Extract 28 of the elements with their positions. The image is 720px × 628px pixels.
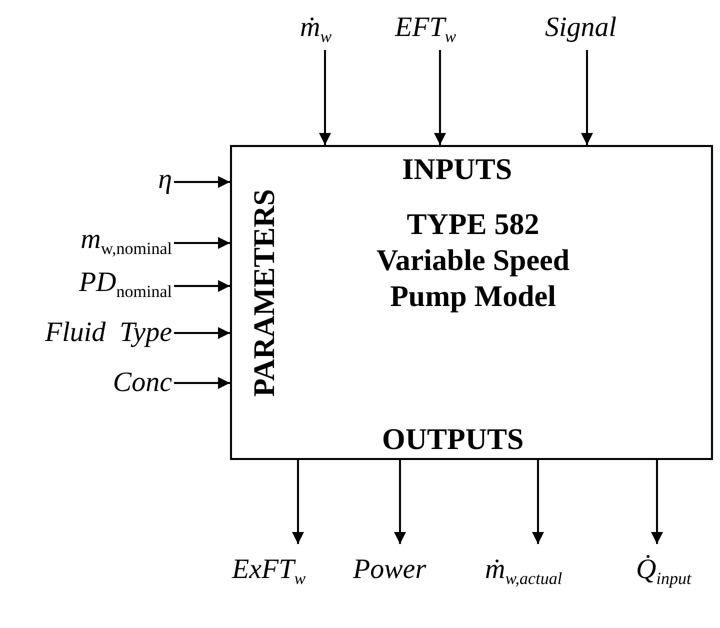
variable-label: Fluid Type	[44, 319, 172, 347]
arrow	[174, 377, 230, 389]
variable-label: Conc	[112, 369, 172, 397]
model-title: TYPE 582 Variable Speed Pump Model	[375, 207, 571, 315]
variable-label: ṁ$_{w,actual}$	[485, 556, 562, 584]
outputs-heading: OUTPUTS	[382, 423, 524, 456]
parameters-heading: PARAMETERS	[250, 189, 280, 397]
process-box	[230, 145, 713, 460]
arrow	[651, 460, 663, 544]
arrow	[174, 280, 230, 292]
arrow	[394, 460, 406, 544]
arrow	[174, 237, 230, 249]
arrow	[532, 460, 544, 544]
arrow	[581, 50, 593, 145]
variable-label: ṁ$_{w}$	[300, 14, 332, 42]
variable-label: EFT$_{w}$	[395, 14, 456, 42]
variable-label: η	[158, 166, 172, 194]
arrow	[292, 460, 304, 544]
variable-label: m$_{w,nominal}$	[80, 226, 172, 254]
arrow	[434, 50, 446, 145]
arrow	[174, 176, 230, 188]
arrow	[174, 327, 230, 339]
inputs-heading: INPUTS	[402, 153, 512, 186]
variable-label: Power	[353, 556, 426, 584]
variable-label: PD$_{nominal}$	[78, 269, 172, 297]
variable-label: ExFT$_{w}$	[232, 556, 306, 584]
variable-label: Signal	[545, 14, 617, 42]
arrow	[319, 50, 331, 145]
